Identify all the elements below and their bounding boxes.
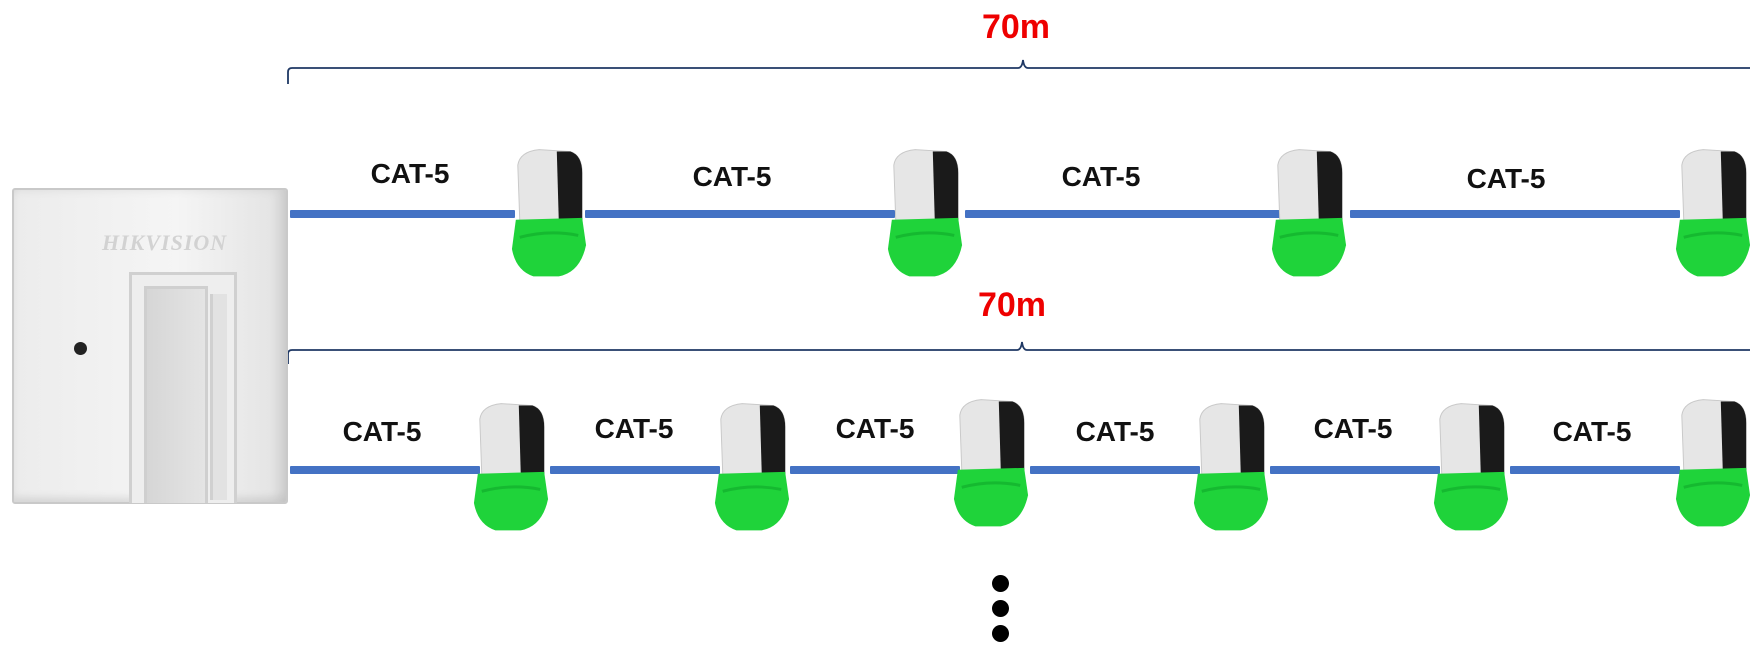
cable-label-row1-4: CAT-5 bbox=[1466, 163, 1546, 194]
distance-label-row1: 70m bbox=[981, 8, 1051, 46]
siren-icon bbox=[1675, 399, 1750, 527]
cable-row1-seg3 bbox=[965, 210, 1280, 218]
siren-icon bbox=[1271, 149, 1347, 277]
cable-row2-seg3 bbox=[790, 466, 960, 474]
cable-label-row2-4: CAT-5 bbox=[1075, 416, 1155, 447]
cable-row1-seg1 bbox=[290, 210, 515, 218]
control-cabinet-icon: HIKVISION bbox=[12, 188, 288, 504]
keyhole-icon bbox=[74, 342, 87, 355]
cable-label-row2-6: CAT-5 bbox=[1552, 416, 1632, 447]
cable-row2-seg4 bbox=[1030, 466, 1200, 474]
siren-icon bbox=[511, 149, 587, 277]
cable-label-row2-3: CAT-5 bbox=[835, 413, 915, 444]
cable-row2-seg5 bbox=[1270, 466, 1440, 474]
cable-label-row2-1: CAT-5 bbox=[342, 416, 422, 447]
siren-icon bbox=[953, 399, 1029, 527]
continuation-dot-2 bbox=[992, 600, 1009, 617]
siren-icon bbox=[887, 149, 963, 277]
siren-icon bbox=[473, 403, 549, 531]
continuation-dot-1 bbox=[992, 575, 1009, 592]
cable-row1-seg2 bbox=[585, 210, 895, 218]
cabinet-panel-slot bbox=[210, 294, 227, 500]
siren-icon bbox=[1193, 403, 1269, 531]
cable-row2-seg1 bbox=[290, 466, 480, 474]
siren-icon bbox=[1433, 403, 1509, 531]
cable-label-row1-3: CAT-5 bbox=[1061, 161, 1141, 192]
continuation-dot-3 bbox=[992, 625, 1009, 642]
cable-row2-seg2 bbox=[550, 466, 720, 474]
distance-label-row2: 70m bbox=[977, 286, 1047, 324]
cable-label-row2-5: CAT-5 bbox=[1313, 413, 1393, 444]
cabinet-brand: HIKVISION bbox=[102, 230, 228, 255]
cable-label-row1-2: CAT-5 bbox=[692, 161, 772, 192]
cable-label-row2-2: CAT-5 bbox=[594, 413, 674, 444]
cabinet-panel-inner bbox=[144, 286, 208, 503]
cable-row2-seg6 bbox=[1510, 466, 1680, 474]
cable-label-row1-1: CAT-5 bbox=[370, 158, 450, 189]
siren-icon bbox=[1675, 149, 1750, 277]
cable-row1-seg4 bbox=[1350, 210, 1680, 218]
siren-icon bbox=[714, 403, 790, 531]
